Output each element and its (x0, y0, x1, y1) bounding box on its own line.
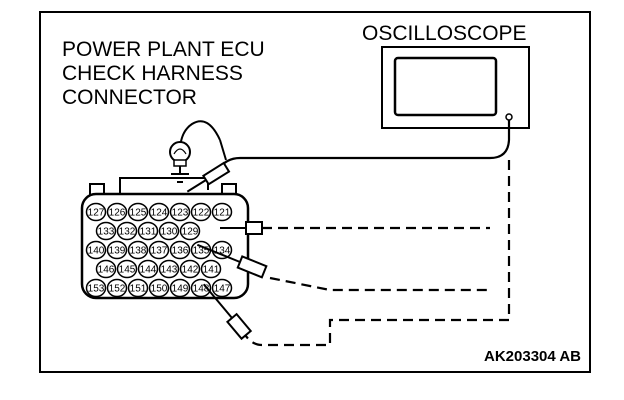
connector-pin-label: 124 (151, 208, 168, 219)
connector-pin (148, 240, 170, 260)
connector-pin-label: 153 (88, 284, 105, 295)
connector-pin (190, 278, 212, 298)
connector-pin (169, 202, 191, 222)
test-lamp-icon (169, 120, 227, 167)
connector-pin-label: 127 (88, 208, 105, 219)
connector-pin (169, 278, 191, 298)
check-harness-connector: 127 126 125 124 123 122 121 133 132 131 130 129 140 1… (80, 177, 250, 300)
connector-pin-label: 151 (130, 284, 147, 295)
connector-pin-label: 143 (161, 265, 178, 276)
dashed-leads (241, 160, 511, 347)
connector-pin-label: 132 (119, 227, 136, 238)
connector-pin (95, 221, 117, 241)
connector-pin-grid: 127 126 125 124 123 122 121 133 132 131 130 129 140 1… (85, 202, 233, 298)
connector-pin-label: 140 (88, 246, 105, 257)
connector-pin-label: 134 (214, 246, 231, 257)
figure-frame (39, 11, 591, 373)
connector-pin (85, 240, 107, 260)
connector-pin-label: 149 (172, 284, 189, 295)
connector-pin (127, 202, 149, 222)
connector-pin (85, 278, 107, 298)
figure-code: AK203304 AB (484, 348, 581, 365)
connector-pin-label: 147 (214, 284, 231, 295)
connector-pin (190, 202, 212, 222)
connector-pin (116, 259, 138, 279)
oscilloscope (381, 46, 530, 129)
connector-pin (106, 278, 128, 298)
connector-pin-label: 122 (193, 208, 210, 219)
connector-pin-label: 135 (193, 246, 210, 257)
oscilloscope-screen (393, 56, 498, 117)
connector-pin (211, 278, 233, 298)
ground-icon (171, 166, 189, 183)
connector-pin-label: 121 (214, 208, 231, 219)
connector-pin (127, 278, 149, 298)
connector-pin-label: 123 (172, 208, 189, 219)
connector-pin (158, 221, 180, 241)
oscilloscope-terminal (505, 113, 513, 121)
connector-pin (211, 202, 233, 222)
connector-pin-label: 146 (98, 265, 115, 276)
connector-pin (148, 202, 170, 222)
connector-pin (148, 278, 170, 298)
connector-pin-label: 130 (161, 227, 178, 238)
connector-pin-label: 150 (151, 284, 168, 295)
connector-pin (137, 259, 159, 279)
connector-pin-label: 148 (193, 284, 210, 295)
connector-pin-label: 138 (130, 246, 147, 257)
connector-pin (179, 259, 201, 279)
connector-pin (95, 259, 117, 279)
connector-pin-label: 125 (130, 208, 147, 219)
connector-title-line1: POWER PLANT ECU (62, 38, 265, 61)
connector-pin (85, 202, 107, 222)
connector-pin (127, 240, 149, 260)
connector-pin (169, 240, 191, 260)
connector-pin-label: 137 (151, 246, 168, 257)
connector-pin-label: 129 (182, 227, 199, 238)
connector-pin-label: 142 (182, 265, 199, 276)
connector-pin-label: 136 (172, 246, 189, 257)
connector-title-line3: CONNECTOR (62, 86, 197, 109)
connector-pin-label: 131 (140, 227, 157, 238)
connector-pin (137, 221, 159, 241)
connector-pin-label: 144 (140, 265, 157, 276)
probe-icon (186, 161, 268, 341)
connector-pin (200, 259, 222, 279)
connector-pin (106, 202, 128, 222)
connector-pin (106, 240, 128, 260)
connector-pin (116, 221, 138, 241)
connector-pin-label: 139 (109, 246, 126, 257)
connector-pin-label: 126 (109, 208, 126, 219)
connector-pin (158, 259, 180, 279)
oscilloscope-label: OSCILLOSCOPE (362, 22, 527, 45)
connector-pin-label: 152 (109, 284, 126, 295)
connector-pin-label: 141 (203, 265, 220, 276)
connector-pin (179, 221, 201, 241)
connector-title-line2: CHECK HARNESS (62, 62, 243, 85)
connector-pin-label: 133 (98, 227, 115, 238)
connector-pin-label: 145 (119, 265, 136, 276)
